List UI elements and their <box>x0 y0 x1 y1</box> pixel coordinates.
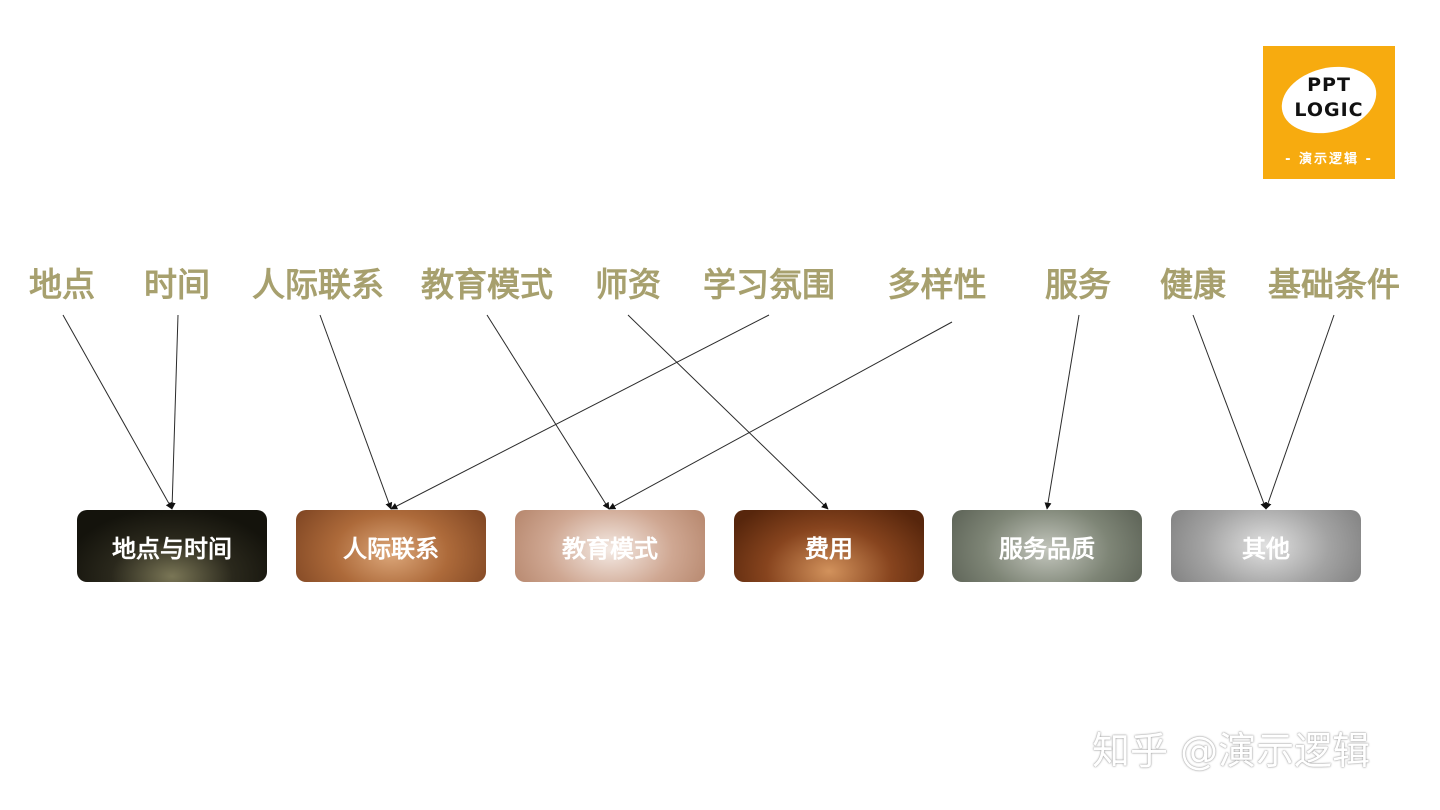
category-label-other: 其他 <box>1242 534 1290 563</box>
arrow-location-to-place-time <box>62 314 173 510</box>
factor-label-learning-atmosphere: 学习氛围 <box>703 265 835 304</box>
category-label-cost: 费用 <box>805 534 853 563</box>
arrow-atmosphere-to-interpersonal <box>390 314 770 510</box>
arrow-time-to-place-time <box>168 314 179 510</box>
arrow-diversity-to-education <box>608 321 953 510</box>
category-box-interpersonal: 人际联系 <box>296 510 486 582</box>
factor-label-location: 地点 <box>29 265 95 304</box>
logo-line-1: PPT <box>1307 74 1351 96</box>
arrow-health-to-other <box>1192 314 1268 510</box>
arrow-education-to-education <box>486 314 610 510</box>
category-label-interpersonal: 人际联系 <box>343 534 439 563</box>
factor-label-interpersonal: 人际联系 <box>252 265 384 304</box>
arrow-service-to-service-quality <box>1044 314 1080 510</box>
category-box-cost: 费用 <box>734 510 924 582</box>
category-label-education-mode: 教育模式 <box>562 534 658 563</box>
category-label-service-quality: 服务品质 <box>999 534 1095 563</box>
factor-label-infrastructure: 基础条件 <box>1268 265 1400 304</box>
category-box-place-time: 地点与时间 <box>77 510 267 582</box>
ppt-logic-logo: PPT LOGIC - 演示逻辑 - <box>1263 46 1395 179</box>
category-box-education-mode: 教育模式 <box>515 510 705 582</box>
arrow-infrastructure-to-other <box>1264 314 1335 510</box>
factor-label-time: 时间 <box>144 265 210 304</box>
arrow-faculty-to-cost <box>627 314 829 510</box>
factor-label-diversity: 多样性 <box>887 265 987 304</box>
category-label-place-time: 地点与时间 <box>112 534 232 563</box>
factor-label-faculty: 师资 <box>595 265 661 304</box>
factor-label-education-mode: 教育模式 <box>421 265 553 304</box>
arrow-interpersonal-to-interpersonal <box>319 314 393 510</box>
category-box-service-quality: 服务品质 <box>952 510 1142 582</box>
factor-label-health: 健康 <box>1160 265 1226 304</box>
factor-label-service: 服务 <box>1045 265 1111 304</box>
logo-line-2: LOGIC <box>1294 99 1364 121</box>
category-box-other: 其他 <box>1171 510 1361 582</box>
zhihu-watermark: 知乎 @演示逻辑 <box>1092 729 1371 773</box>
logo-subtitle: - 演示逻辑 - <box>1285 152 1373 167</box>
